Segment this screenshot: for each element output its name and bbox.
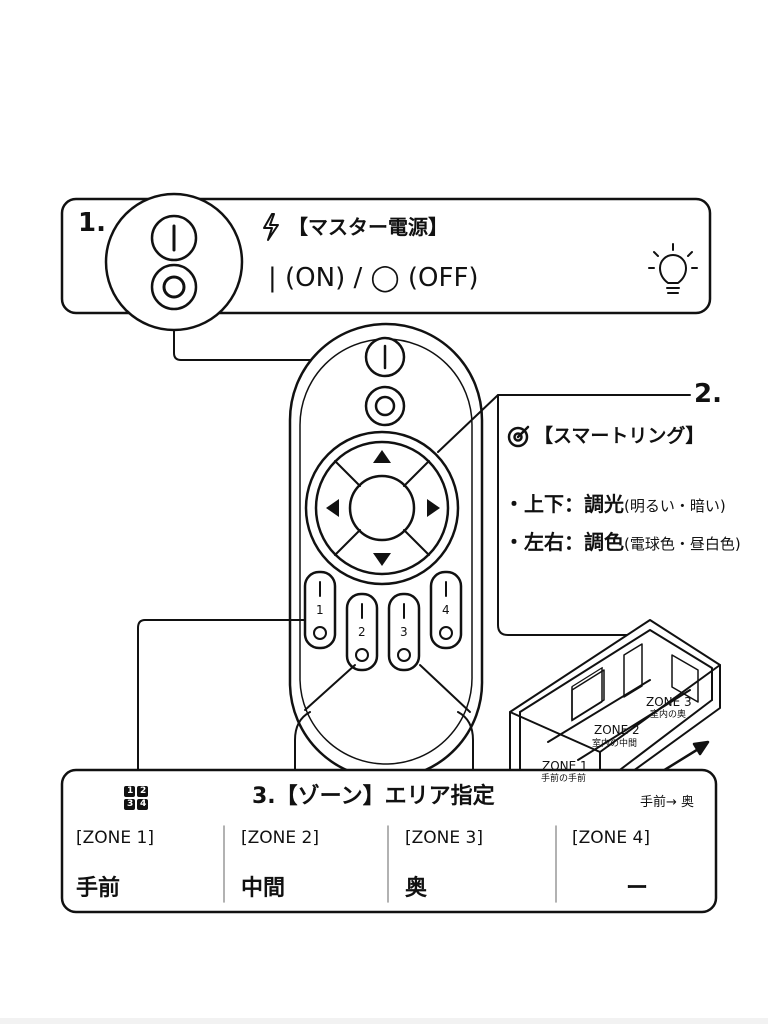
remote-zone-button-2	[345, 592, 379, 672]
remote-inner-outline	[299, 338, 473, 765]
remote-zone-label-3: 3	[400, 625, 408, 639]
zone-grid-digit-2: 2	[140, 786, 147, 796]
room-zone3-desc: 室内の奥	[650, 710, 687, 720]
section2-line1-detail: (明るい・暗い)	[624, 497, 726, 515]
zone-column-dividers	[223, 825, 557, 903]
zone3-value: 奥	[405, 876, 428, 901]
zone2-value: 中間	[241, 876, 286, 901]
remote-off-symbol	[374, 395, 396, 417]
zone2-header: [ZONE 2]	[241, 828, 319, 848]
zone3-header: [ZONE 3]	[405, 828, 483, 848]
section2-line2-label: ・左右：調色	[504, 530, 624, 554]
section2-line2: ・左右：調色(電球色・昼白色)	[504, 532, 741, 552]
ring-description-frame	[497, 394, 631, 636]
zone4-value: ー	[626, 876, 649, 901]
remote-off-button	[364, 385, 406, 427]
remote-zone-button-3	[387, 592, 421, 672]
room-zone2-desc: 室内の中間	[592, 739, 638, 749]
arrow-down-icon	[373, 553, 391, 566]
section2-number: 2.	[694, 379, 722, 409]
room-zone3-name: ZONE 3	[646, 695, 692, 709]
callout-line-zone3	[419, 664, 471, 713]
room-direction-label: 手前→ 奥	[640, 795, 695, 810]
section2-title: 【スマートリング】	[534, 425, 705, 447]
remote-tail-left	[294, 711, 311, 771]
arrow-up-icon	[373, 450, 391, 463]
section1-title: 【マスター電源】	[288, 215, 448, 239]
remote-zone-label-1: 1	[316, 603, 324, 617]
smart-ring-dividers	[334, 460, 430, 556]
zoom-on-button	[150, 214, 198, 262]
section2-line1: ・上下：調光(明るい・暗い)	[504, 494, 726, 514]
zone-grid-digit-1: 1	[127, 786, 134, 796]
remote-zone-label-4: 4	[442, 603, 450, 617]
remote-tail-right	[457, 711, 474, 771]
zone4-header: [ZONE 4]	[572, 828, 650, 848]
remote-zone-label-2: 2	[358, 625, 366, 639]
callout-line-power	[173, 329, 361, 361]
zone-grid-icon	[124, 786, 148, 810]
section2-line1-label: ・上下：調光	[504, 492, 624, 516]
zone1-value: 手前	[76, 876, 121, 901]
remote-zone-button-4	[429, 570, 463, 650]
room-zone1-name: ZONE 1	[542, 759, 588, 773]
smart-ring-center-button	[348, 474, 416, 542]
zone-grid-digit-4: 4	[140, 799, 147, 809]
remote-zone-button-1	[303, 570, 337, 650]
callout-line-zone2	[304, 664, 356, 711]
zone1-header: [ZONE 1]	[76, 828, 154, 848]
target-icon	[507, 425, 530, 448]
section1-number: 1.	[78, 208, 106, 238]
lightbulb-icon	[648, 243, 698, 294]
room-zone2-name: ZONE 2	[594, 723, 640, 737]
zone-grid-digit-3: 3	[127, 799, 134, 809]
section1-on-off-text: | (ON) / ◯ (OFF)	[268, 263, 479, 293]
section2-line2-detail: (電球色・昼白色)	[624, 535, 741, 553]
zone-panel	[60, 768, 718, 914]
arrow-left-icon	[326, 499, 339, 517]
lightning-icon	[263, 213, 279, 241]
zoom-off-button	[150, 263, 198, 311]
smart-ring-inner	[314, 440, 450, 576]
section3-title: 3.【ゾーン】エリア指定	[252, 784, 495, 809]
room-zone1-desc: 手前の手前	[541, 774, 587, 784]
callout-line-zone1	[137, 619, 306, 773]
bottom-strip	[0, 1018, 768, 1024]
arrow-right-icon	[427, 499, 440, 517]
zoom-off-symbol	[162, 275, 186, 299]
